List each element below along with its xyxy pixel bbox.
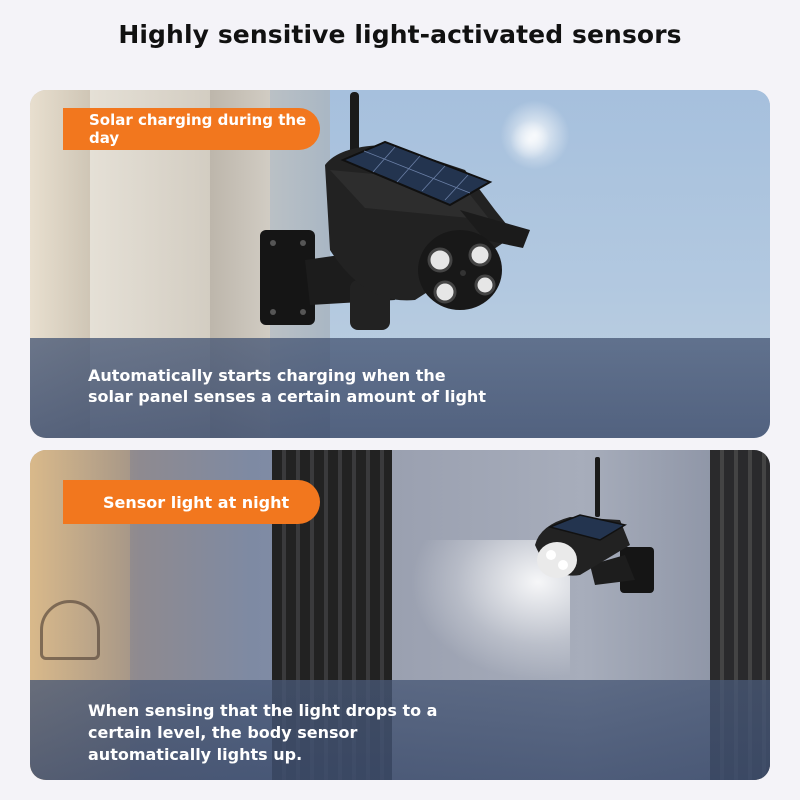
night-caption: When sensing that the light drops to a c… <box>88 701 438 764</box>
day-label-pill: Solar charging during the day <box>63 108 320 150</box>
night-label-text: Sensor light at night <box>103 492 290 512</box>
day-caption-bar <box>30 338 770 438</box>
night-label-pill: Sensor light at night <box>63 480 320 524</box>
solar-camera-icon <box>260 92 530 330</box>
page-title: Highly sensitive light-activated sensors <box>118 20 682 49</box>
chair-silhouette <box>40 600 100 660</box>
sun-glow-inner <box>510 120 550 160</box>
night-camera-icon <box>535 457 654 593</box>
night-panel: Sensor light at night When sensing that … <box>30 450 770 780</box>
day-label-text: Solar charging during the day <box>89 111 307 147</box>
night-caption-bar <box>30 680 770 780</box>
day-panel: Solar charging during the day Automatica… <box>30 90 770 438</box>
day-caption: Automatically starts charging when the s… <box>88 366 486 406</box>
